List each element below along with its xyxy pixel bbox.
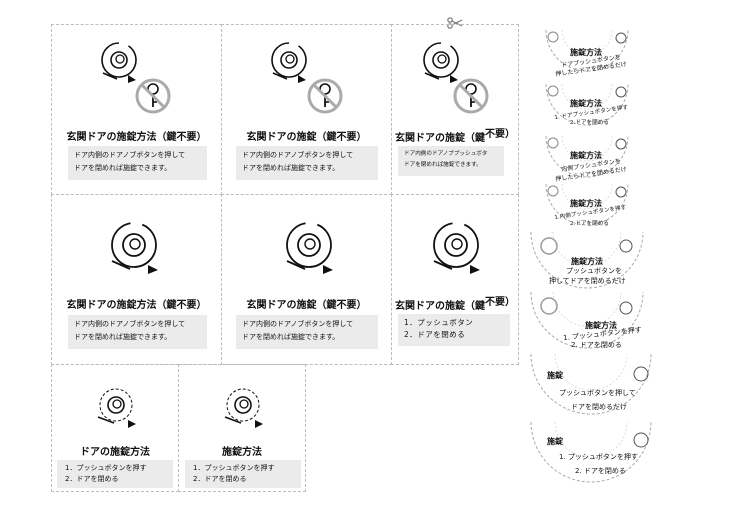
sticker-card-2: 玄関ドアの施錠（鍵不要） ドア内側のドアノブボタンを押して ドアを閉めれば施錠で…: [221, 24, 392, 195]
title-sup: 不要）: [485, 297, 515, 308]
card-description: ドア内側のドアノブボタンを押して ドアを閉めれば施錠できます。: [236, 146, 378, 180]
door-knob-icon: [101, 42, 137, 83]
fan-sticker-3: 施錠方法 内側プッシュボタンを 押したらドアを閉めるだけ: [544, 134, 630, 186]
sticker-card-1: 玄関ドアの施錠方法（鍵不要） ドア内側のドアノブボタンを押して ドアを閉めれば施…: [51, 24, 222, 195]
desc-line-1: ドア内側のドアノブボタンを押して: [74, 151, 186, 159]
card-description: 1．プッシュボタンを押す 2．ドアを閉める: [57, 460, 173, 488]
card-title: 玄関ドアの施錠（鍵不要）: [246, 300, 367, 311]
fan-title: 施錠: [547, 437, 563, 446]
fan-line-2: 2. ドアを閉める: [575, 467, 626, 475]
desc-line-2: ドアを閉めれば施錠できます。: [404, 162, 482, 168]
sticker-card-4: 玄関ドアの施錠方法（鍵不要） ドア内側のドアノブボタンを押して ドアを閉めれば施…: [51, 194, 222, 365]
fan-outline: [545, 29, 629, 72]
card-title: 玄関ドアの施錠（鍵不要）: [392, 293, 518, 312]
desc-line-2: 2．ドアを閉める: [65, 475, 119, 483]
no-key-icon: [307, 78, 343, 114]
fan-sticker-7: 施錠 プッシュボタンを押して ドアを閉めるだけ: [529, 352, 653, 424]
card-description: ドア内側のドアノブプッシュボタ ドアを閉めれば施錠できます。: [398, 146, 504, 176]
door-knob-icon: [224, 388, 263, 428]
sticker-card-3: 玄関ドアの施錠（鍵不要） ドア内側のドアノブプッシュボタ ドアを閉めれば施錠でき…: [391, 24, 519, 195]
card-description: ドア内側のドアノブボタンを押して ドアを閉めれば施錠できます。: [236, 315, 378, 349]
no-key-icon: [135, 78, 171, 114]
door-knob-icon: [286, 222, 333, 274]
desc-line-2: 2．ドアを閉める: [404, 330, 466, 339]
desc-line-1: 1．プッシュボタン: [404, 318, 474, 327]
fan-sticker-1: 施錠方法 ドアプッシュボタンを 押したらドアを閉めるだけ: [544, 28, 630, 80]
fan-outline: [545, 135, 629, 178]
fan-title: 施錠: [547, 371, 563, 380]
fan-outline: [530, 291, 644, 349]
card-title: 玄関ドアの施錠（鍵不要）: [392, 125, 518, 144]
desc-line-2: 2．ドアを閉める: [193, 475, 247, 483]
door-knob-icon: [271, 42, 307, 83]
desc-line-1: 1．プッシュボタンを押す: [193, 464, 275, 472]
card-description: 1．プッシュボタン 2．ドアを閉める: [398, 314, 510, 346]
fan-line-1: プッシュボタンを押して: [559, 389, 636, 397]
desc-line-1: ドア内側のドアノブプッシュボタ: [404, 151, 488, 157]
door-knob-icon: [433, 222, 480, 274]
fan-line-1: プッシュボタンを: [566, 267, 622, 275]
fan-title: 施錠方法: [570, 199, 602, 208]
desc-line-1: ドア内側のドアノブボタンを押して: [242, 320, 354, 328]
card-description: ドア内側のドアノブボタンを押して ドアを閉めれば施錠できます。: [68, 315, 207, 349]
desc-line-1: 1．プッシュボタンを押す: [65, 464, 147, 472]
door-knob-icon: [111, 222, 158, 274]
desc-line-2: ドアを閉めれば施錠できます。: [74, 164, 172, 172]
card-title: 施錠方法: [222, 447, 262, 458]
door-knob-icon: [423, 42, 459, 83]
sticker-card-7: ドアの施錠方法 1．プッシュボタンを押す 2．ドアを閉める: [51, 364, 179, 492]
fan-line-2: 押してドアを閉めるだけ: [549, 277, 626, 285]
fan-line-2: ドアを閉めるだけ: [571, 403, 627, 411]
desc-line-2: ドアを閉めれば施錠できます。: [242, 164, 340, 172]
sticker-card-6: 玄関ドアの施錠（鍵不要） 1．プッシュボタン 2．ドアを閉める: [391, 194, 519, 365]
fan-line-1: 1. プッシュボタンを押す: [559, 453, 638, 461]
fan-sticker-5: 施錠方法 プッシュボタンを 押してドアを閉めるだけ: [529, 230, 645, 292]
fan-outline: [530, 421, 652, 483]
door-knob-icon: [97, 388, 136, 428]
desc-line-2: ドアを閉めれば施錠できます。: [74, 333, 172, 341]
sticker-card-5: 玄関ドアの施錠（鍵不要） ドア内側のドアノブボタンを押して ドアを閉めれば施錠で…: [221, 194, 392, 365]
fan-outline: [545, 83, 629, 126]
fan-line-2: 2.ドアを閉める: [570, 120, 609, 126]
title-sup: 不要）: [485, 129, 515, 140]
fan-line-2: 2. ドアを閉める: [571, 341, 622, 349]
title-main: 玄関ドアの施錠（鍵: [395, 133, 485, 144]
fan-sticker-4: 施錠方法 1.内側プッシュボタンを押す 2.ドアを閉める: [544, 182, 630, 234]
fan-title: 施錠方法: [571, 257, 603, 266]
title-main: 玄関ドアの施錠（鍵: [395, 301, 485, 312]
fan-sticker-2: 施錠方法 1. ドアプッシュボタンを押す 2.ドアを閉める: [544, 82, 630, 134]
card-title: 玄関ドアの施錠方法（鍵不要）: [66, 300, 207, 311]
sticker-card-8: 施錠方法 1．プッシュボタンを押す 2．ドアを閉める: [178, 364, 306, 492]
fan-sticker-6: 施錠方法 1. プッシュボタンを押す 2. ドアを閉める: [529, 290, 645, 352]
card-description: ドア内側のドアノブボタンを押して ドアを閉めれば施錠できます。: [68, 146, 207, 180]
fan-title: 施錠方法: [570, 151, 602, 160]
no-key-icon: [453, 78, 489, 114]
fan-outline: [530, 353, 652, 415]
card-title: 玄関ドアの施錠（鍵不要）: [246, 132, 367, 143]
card-description: 1．プッシュボタンを押す 2．ドアを閉める: [185, 460, 301, 488]
fan-title: 施錠方法: [570, 48, 602, 57]
fan-line-2: 2.ドアを閉める: [570, 221, 609, 227]
fan-title: 施錠方法: [570, 99, 602, 108]
fan-outline: [530, 231, 644, 289]
card-title: 玄関ドアの施錠方法（鍵不要）: [66, 132, 207, 143]
fan-sticker-8: 施錠 1. プッシュボタンを押す 2. ドアを閉める: [529, 420, 653, 492]
desc-line-1: ドア内側のドアノブボタンを押して: [242, 151, 354, 159]
desc-line-2: ドアを閉めれば施錠できます。: [242, 333, 340, 341]
fan-title: 施錠方法: [585, 321, 617, 330]
card-title: ドアの施錠方法: [80, 447, 150, 458]
desc-line-1: ドア内側のドアノブボタンを押して: [74, 320, 186, 328]
fan-outline: [545, 183, 629, 226]
